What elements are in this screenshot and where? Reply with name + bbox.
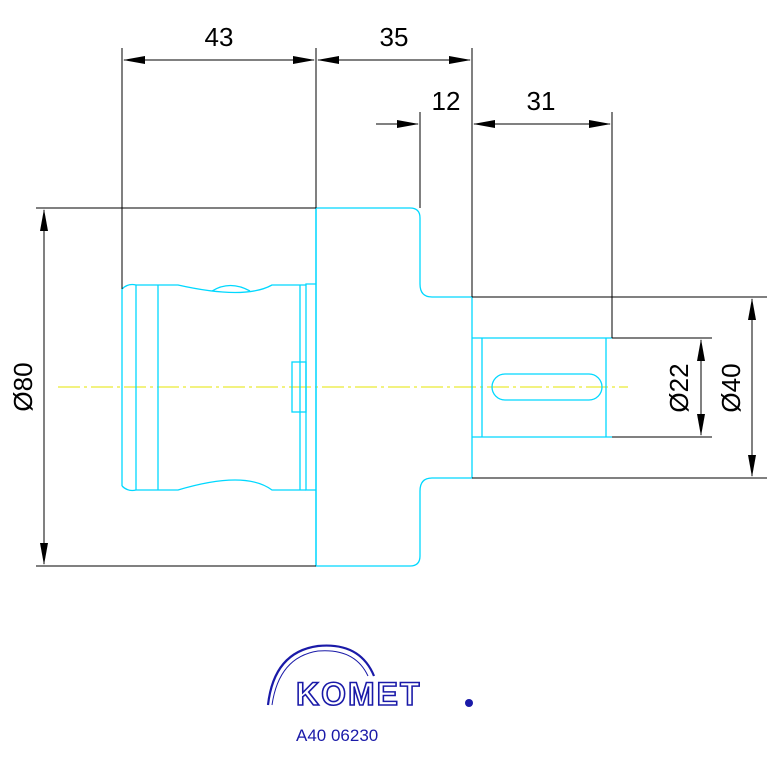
keyway-slot [491, 373, 603, 401]
dimension-lines [36, 48, 767, 567]
dim-label-35: 35 [380, 22, 409, 52]
dim-label-43: 43 [205, 22, 234, 52]
logo-arc [266, 644, 376, 706]
logo-brand: KOMET [296, 676, 422, 712]
registered-mark-icon [465, 699, 473, 707]
dim-label-dia22: Ø22 [664, 363, 694, 412]
dim-label-31: 31 [527, 86, 556, 116]
dim-label-12: 12 [432, 86, 461, 116]
part-outline [121, 207, 612, 567]
part-number: A40 06230 [296, 726, 378, 745]
dim-label-dia80: Ø80 [8, 362, 38, 411]
komet-logo: KOMET A40 06230 [266, 644, 473, 745]
dim-label-dia40: Ø40 [716, 363, 746, 412]
